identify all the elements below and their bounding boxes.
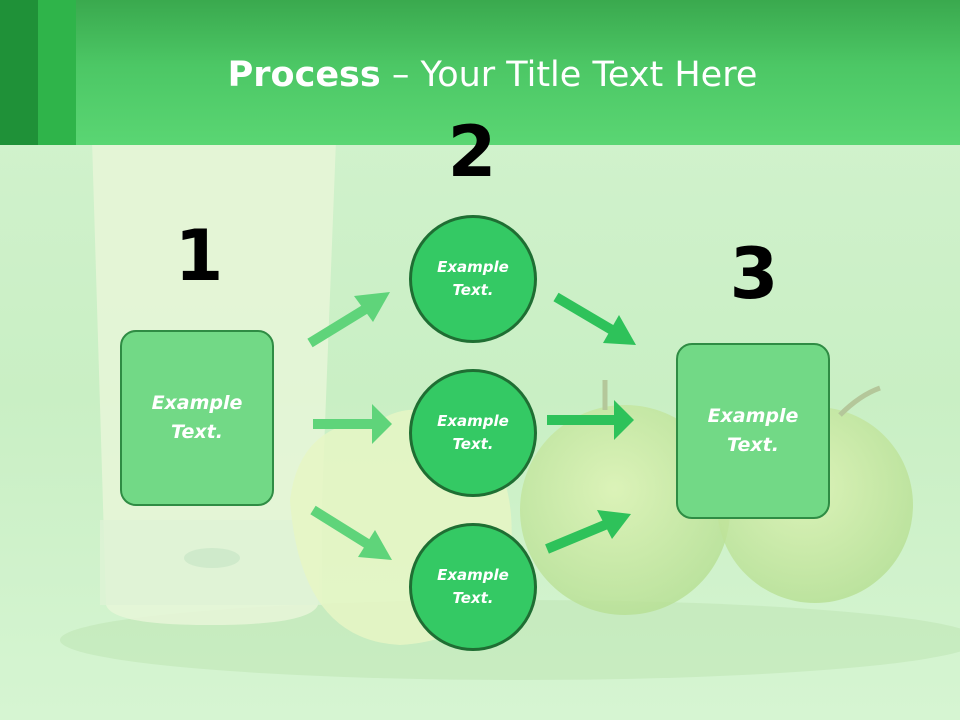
title-rest: – Your Title Text Here: [380, 55, 758, 95]
step-number-1: 1: [174, 215, 224, 297]
step-number-2: 2: [447, 111, 497, 193]
header-accent-mid: [38, 0, 76, 145]
arrow-bottom-to-box3: [545, 510, 631, 554]
arrow-box1-to-middle: [313, 404, 392, 444]
title-bold: Process: [227, 55, 381, 95]
header-bar: [0, 0, 960, 145]
arrow-middle-to-box3: [547, 400, 634, 440]
step-number-3: 3: [729, 233, 779, 315]
circle-bottom-text: Example Text.: [437, 566, 509, 607]
slide-title: Process – Your Title Text Here: [0, 52, 960, 98]
circle-bottom: Example Text.: [409, 523, 537, 651]
circle-top-text: Example Text.: [437, 258, 509, 299]
circle-middle: Example Text.: [409, 369, 537, 497]
header-accent-dark: [0, 0, 38, 145]
step-1-box: Example Text.: [120, 330, 274, 506]
arrow-top-to-box3: [553, 292, 636, 345]
step-3-box-text: Example Text.: [707, 405, 799, 456]
circle-middle-text: Example Text.: [437, 412, 509, 453]
step-3-box: Example Text.: [676, 343, 830, 519]
step-1-box-text: Example Text.: [151, 392, 243, 443]
circle-top: Example Text.: [409, 215, 537, 343]
arrow-box1-to-top: [307, 292, 390, 348]
arrow-box1-to-bottom: [310, 505, 392, 560]
